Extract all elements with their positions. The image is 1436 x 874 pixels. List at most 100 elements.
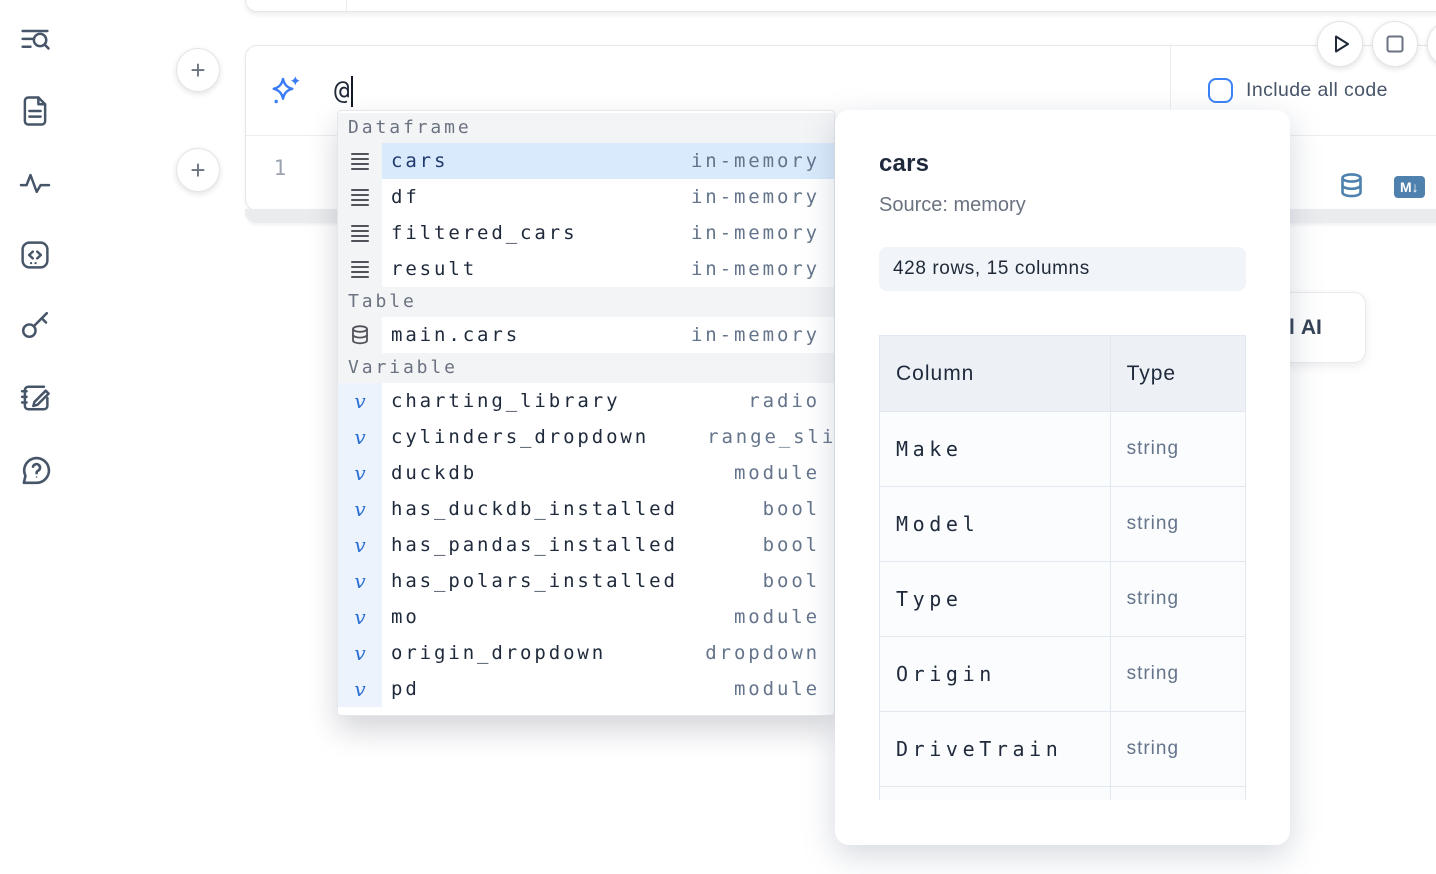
item-name: has_pandas_installed bbox=[391, 534, 678, 556]
key-icon bbox=[17, 307, 55, 343]
include-all-code-label: Include all code bbox=[1246, 79, 1388, 101]
variable-icon: v bbox=[338, 383, 382, 419]
sidebar-item-tracer[interactable] bbox=[17, 165, 55, 203]
clipped-text: l bbox=[1289, 315, 1295, 339]
database-icon bbox=[1338, 172, 1365, 200]
schema-column-type: string bbox=[1109, 636, 1246, 712]
item-type: dropdown bbox=[705, 642, 820, 664]
item-name: pd bbox=[391, 678, 420, 700]
variable-icon: v bbox=[338, 419, 382, 455]
convert-to-sql-button[interactable] bbox=[1338, 172, 1365, 200]
schema-row bbox=[879, 786, 1246, 800]
dataframe-icon bbox=[338, 215, 382, 251]
autocomplete-section-header: Variable bbox=[338, 353, 834, 383]
stop-square-icon bbox=[1372, 21, 1418, 67]
schema-column-type: string bbox=[1109, 711, 1246, 787]
prompt-divider bbox=[1170, 46, 1171, 135]
code-snippets-icon bbox=[17, 237, 55, 273]
gutter-divider bbox=[346, 0, 347, 11]
schema-column-type: string bbox=[1109, 561, 1246, 637]
item-name: cylinders_dropdown bbox=[391, 426, 650, 448]
item-type: in-memory bbox=[690, 150, 820, 172]
item-type: radio bbox=[748, 390, 820, 412]
autocomplete-item[interactable]: v has_polars_installed bool bbox=[338, 563, 834, 599]
item-type: in-memory bbox=[690, 324, 820, 346]
autocomplete-item[interactable]: main.cars in-memory bbox=[338, 317, 834, 353]
code-editor-row[interactable]: 1 M↓ bbox=[246, 136, 1436, 210]
item-name: filtered_cars bbox=[391, 222, 578, 244]
item-name: duckdb bbox=[391, 462, 478, 484]
variable-icon: v bbox=[338, 563, 382, 599]
item-type: in-memory bbox=[690, 186, 820, 208]
ai-sparkles-icon bbox=[269, 73, 303, 107]
list-search-icon bbox=[17, 22, 55, 58]
dataframe-icon bbox=[338, 179, 382, 215]
add-cell-button-top[interactable]: + bbox=[176, 48, 220, 92]
item-name: has_polars_installed bbox=[391, 570, 678, 592]
autocomplete-section-header: Dataframe bbox=[338, 113, 834, 143]
schema-column-name: Origin bbox=[879, 636, 1111, 712]
item-name: has_duckdb_installed bbox=[391, 498, 678, 520]
stop-button[interactable] bbox=[1372, 21, 1418, 67]
table-icon bbox=[338, 317, 382, 353]
add-cell-button-bottom[interactable]: + bbox=[176, 148, 220, 192]
convert-to-markdown-button[interactable]: M↓ bbox=[1394, 176, 1425, 198]
schema-column-type: string bbox=[1109, 486, 1246, 562]
schema-column-name bbox=[879, 786, 1111, 800]
variable-icon: v bbox=[338, 491, 382, 527]
preview-source: Source: memory bbox=[879, 194, 1026, 216]
line-number: 1 bbox=[273, 156, 287, 180]
item-type: in-memory bbox=[690, 258, 820, 280]
schema-column-type: string bbox=[1109, 411, 1246, 487]
variable-icon: v bbox=[338, 527, 382, 563]
play-icon bbox=[1317, 21, 1363, 67]
help-chat-icon bbox=[17, 451, 55, 489]
item-name: result bbox=[391, 258, 478, 280]
autocomplete-section-header: Table bbox=[338, 287, 834, 317]
sidebar-item-scratchpad[interactable] bbox=[17, 379, 55, 417]
sidebar-item-secrets[interactable] bbox=[17, 306, 55, 344]
dataframe-icon bbox=[338, 143, 382, 179]
item-type: bool bbox=[762, 534, 820, 556]
variable-icon: v bbox=[338, 599, 382, 635]
item-type: bool bbox=[762, 570, 820, 592]
schema-column-type bbox=[1109, 786, 1246, 800]
schema-column-header: Type bbox=[1109, 335, 1246, 412]
item-type: module bbox=[733, 606, 820, 628]
run-cell-button[interactable] bbox=[1317, 21, 1363, 67]
autocomplete-item[interactable]: v has_pandas_installed bool bbox=[338, 527, 834, 563]
ai-prompt-input[interactable]: @ bbox=[334, 72, 353, 110]
sidebar-item-files[interactable] bbox=[17, 92, 55, 130]
variable-icon: v bbox=[338, 455, 382, 491]
preview-shape-badge: 428 rows, 15 columns bbox=[879, 247, 1246, 291]
item-type: in-memory bbox=[690, 222, 820, 244]
item-name: mo bbox=[391, 606, 420, 628]
sidebar-item-help[interactable] bbox=[17, 451, 55, 489]
sidebar-item-search[interactable] bbox=[17, 21, 55, 59]
item-name: main.cars bbox=[391, 324, 521, 346]
prompt-value: @ bbox=[334, 76, 350, 106]
ai-action-label: AI bbox=[1300, 315, 1322, 339]
schema-column-name: Type bbox=[879, 561, 1111, 637]
autocomplete-item[interactable]: result in-memory bbox=[338, 251, 834, 287]
autocomplete-item[interactable]: filtered_cars in-memory bbox=[338, 215, 834, 251]
include-all-code-checkbox[interactable] bbox=[1208, 78, 1233, 103]
notebook-pen-icon bbox=[17, 380, 55, 416]
sidebar-item-snippets[interactable] bbox=[17, 236, 55, 274]
